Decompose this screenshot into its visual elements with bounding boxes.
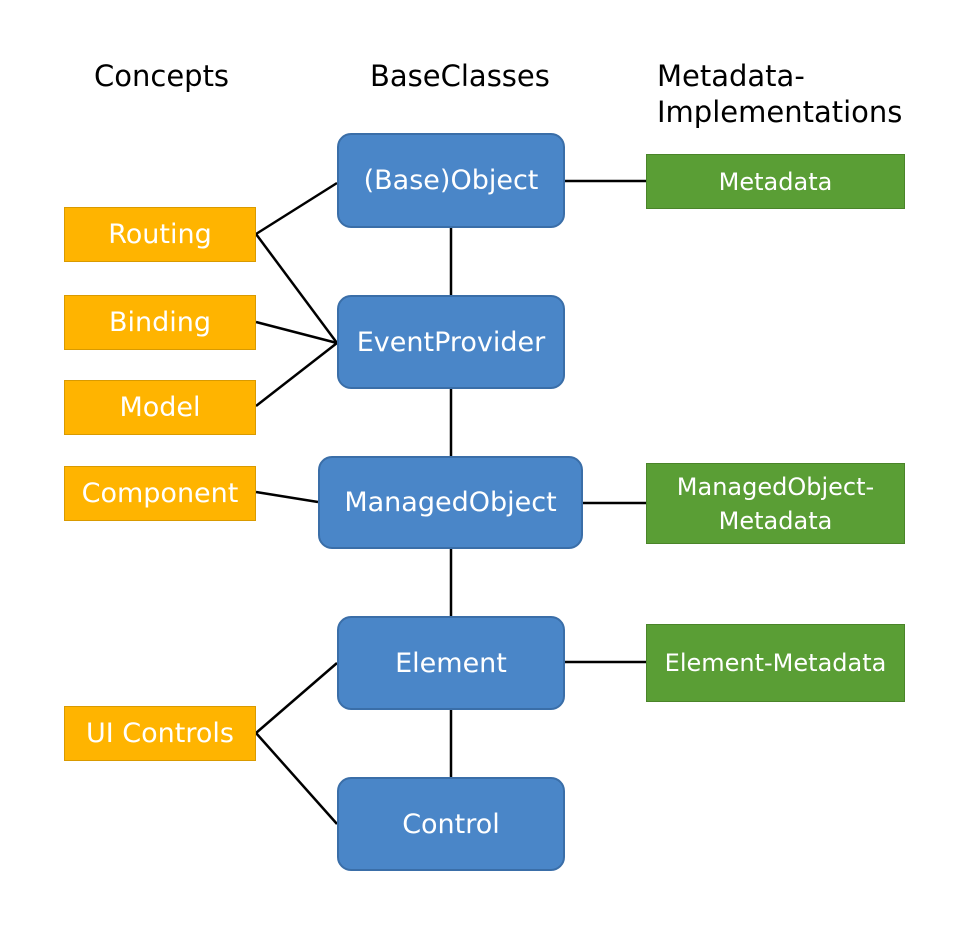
managed-object-node: ManagedObject [318, 456, 583, 549]
connector-component-managedobject [255, 490, 319, 504]
connector-binding-eventprovider [255, 320, 338, 345]
routing-node: Routing [64, 207, 256, 262]
metadata-node: Metadata [646, 154, 905, 209]
connector-model-eventprovider [255, 342, 338, 407]
baseclasses-header: BaseClasses [370, 59, 550, 93]
base-object-node: (Base)Object [337, 133, 565, 228]
element-metadata-node: Element-Metadata [646, 624, 905, 702]
control-node: Control [337, 777, 565, 871]
model-node: Model [64, 380, 256, 435]
connector-uicontrols-control [255, 732, 338, 825]
metadata-implementations-header: Metadata- Implementations [657, 59, 903, 129]
connector-routing-baseobject [255, 181, 338, 236]
concepts-header: Concepts [94, 59, 230, 93]
connector-routing-eventprovider [254, 233, 339, 344]
element-node: Element [337, 616, 565, 710]
event-provider-node: EventProvider [337, 295, 565, 389]
managed-object-metadata-node: ManagedObject- Metadata [646, 463, 905, 544]
component-node: Component [64, 466, 256, 521]
ui-controls-node: UI Controls [64, 706, 256, 761]
connector-uicontrols-element [255, 662, 338, 734]
binding-node: Binding [64, 295, 256, 350]
